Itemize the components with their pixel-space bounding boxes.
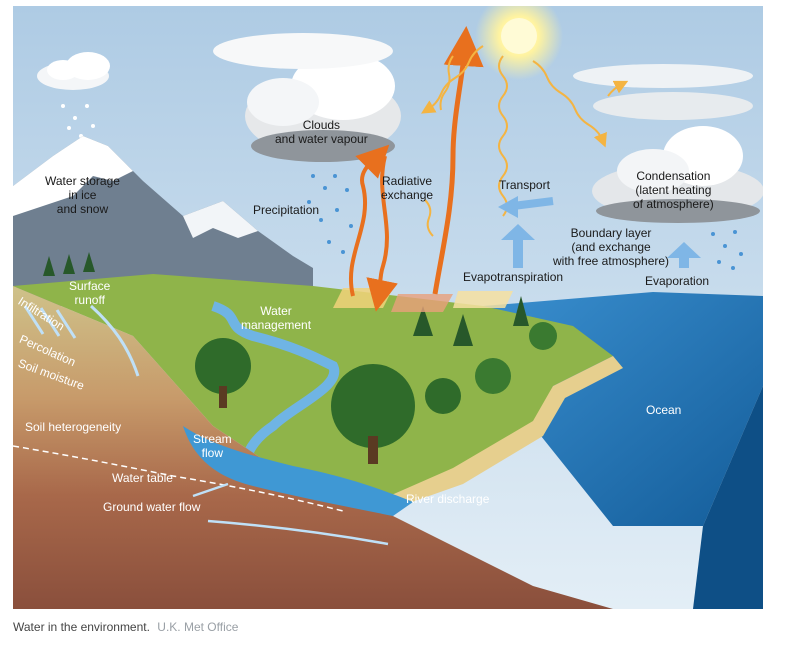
label-radiative: Radiative exchange bbox=[381, 174, 434, 202]
solar-rays bbox=[420, 45, 629, 237]
cloud-top-left bbox=[37, 52, 110, 90]
label-evapotranspiration: Evapotranspiration bbox=[463, 270, 564, 284]
label-ocean: Ocean bbox=[646, 403, 682, 417]
label-transport: Transport bbox=[499, 178, 550, 192]
evapotranspiration-arrow bbox=[432, 26, 484, 295]
water-table-line bbox=[13, 445, 344, 512]
soil-layers bbox=[13, 286, 613, 609]
label-condensation: Condensation (latent heating of atmosphe… bbox=[633, 169, 714, 211]
label-soil-heterogeneity: Soil heterogeneity bbox=[25, 420, 122, 434]
label-evaporation: Evaporation bbox=[645, 274, 710, 288]
rain-drops bbox=[307, 174, 743, 270]
label-precipitation: Precipitation bbox=[253, 203, 320, 217]
diagram-artwork bbox=[13, 6, 763, 609]
label-water-storage: Water storage in ice and snow bbox=[45, 174, 120, 216]
label-river-discharge: River discharge bbox=[406, 492, 490, 506]
caption-text: Water in the environment. bbox=[13, 620, 150, 634]
infiltration-arrows bbox=[23, 304, 140, 377]
figure-caption: Water in the environment. U.K. Met Offic… bbox=[13, 620, 238, 634]
snow-cap bbox=[13, 136, 133, 216]
transport-arrowhead bbox=[498, 196, 518, 218]
label-clouds: Clouds and water vapour bbox=[275, 118, 368, 146]
snowflakes bbox=[61, 104, 95, 138]
label-stream-flow: Stream flow bbox=[193, 432, 232, 460]
evaporation-arrow bbox=[667, 242, 701, 268]
label-water-table: Water table bbox=[112, 471, 173, 485]
radiative-arrow-up bbox=[348, 144, 390, 297]
groundwater-arrows bbox=[192, 482, 389, 546]
label-surface-runoff: Surface runoff bbox=[69, 279, 111, 307]
trees bbox=[43, 252, 557, 464]
ocean-side bbox=[693, 386, 763, 609]
boundary-arrow bbox=[501, 224, 535, 268]
cloud-clouds-vapour bbox=[213, 33, 401, 162]
caption-credit: U.K. Met Office bbox=[157, 620, 239, 634]
label-boundary-layer: Boundary layer (and exchange with free a… bbox=[553, 226, 670, 268]
snow-cap-2 bbox=[183, 201, 258, 238]
water-cycle-diagram: Water storage in ice and snow Clouds and… bbox=[13, 6, 763, 609]
radiative-arrow-down bbox=[366, 155, 398, 312]
transport-arrow bbox=[512, 197, 554, 210]
stream-water bbox=[183, 426, 413, 516]
label-water-management: Water management bbox=[241, 304, 312, 332]
label-ground-water-flow: Ground water flow bbox=[103, 500, 201, 514]
cloud-condensation bbox=[592, 126, 763, 223]
beach bbox=[371, 356, 623, 514]
sun-core bbox=[501, 18, 537, 54]
